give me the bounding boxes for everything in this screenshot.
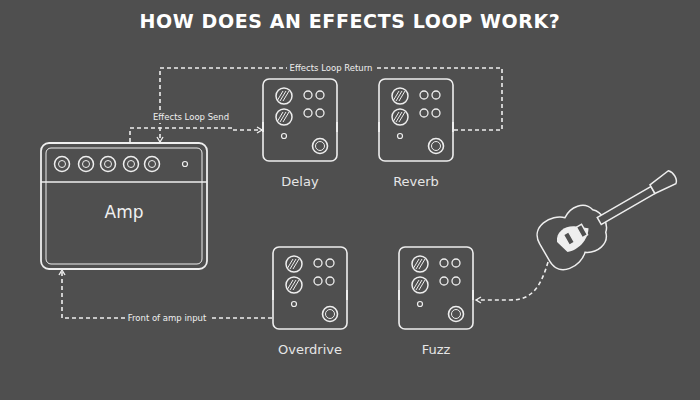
diagram-title: HOW DOES AN EFFECTS LOOP WORK?: [0, 10, 700, 32]
amp-label: Amp: [40, 202, 208, 222]
pedal-name: Overdrive: [252, 342, 368, 357]
pedal-outline: [272, 246, 348, 330]
pedal-name: Fuzz: [378, 342, 494, 357]
signal-cable: [130, 128, 262, 142]
pedal-name: Reverb: [358, 174, 474, 189]
signal-cable: [62, 270, 272, 318]
pedal-name: Delay: [242, 174, 358, 189]
amp-box: Amp: [40, 142, 208, 270]
pedal-box: Reverb: [378, 78, 454, 189]
edge-label: Front of amp input: [125, 313, 210, 324]
pedal-box: Overdrive: [272, 246, 348, 357]
pedal-box: Delay: [262, 78, 338, 189]
edge-label: Effects Loop Return: [287, 63, 376, 74]
pedal-outline: [262, 78, 338, 162]
edge-label: Effects Loop Send: [150, 112, 232, 123]
pedal-box: Fuzz: [398, 246, 474, 357]
pedal-outline: [378, 78, 454, 162]
pedal-outline: [398, 246, 474, 330]
